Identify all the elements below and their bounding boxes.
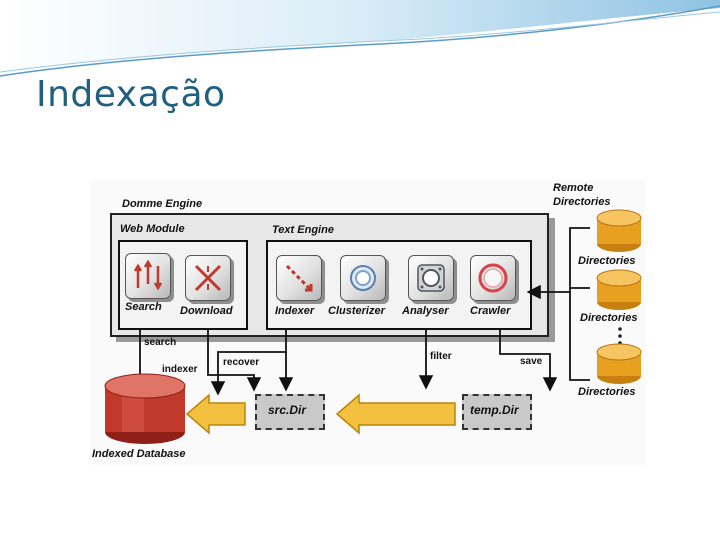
web-module-label: Web Module [120,223,185,235]
ellipsis-dots [618,327,622,345]
temp-dir-box [462,394,532,430]
indexer-icon [276,255,322,301]
directories-label: Directories [578,386,636,398]
search-label: Search [125,301,162,313]
src-dir-label: src.Dir [268,403,307,417]
search-icon [125,253,171,299]
flow-label-search: search [144,337,177,348]
crawler-icon [470,255,516,301]
orange-arrow-left-icon [185,393,246,435]
slide-title: Indexação [36,74,226,115]
directories-label: Directories [578,255,636,267]
analyser-icon [408,255,454,301]
directories-label: Directories [580,312,638,324]
remote-directories-label: Remote Directories [553,182,611,208]
domme-engine-label: Domme Engine [122,198,203,210]
flow-label-filter: filter [430,351,452,362]
directory-database-icon [596,343,642,384]
download-label: Download [180,305,233,317]
header-swoosh-decoration [0,0,720,78]
indexed-database-label: Indexed Database [92,448,186,460]
analyser-label: Analyser [402,305,449,317]
clusterizer-icon [340,255,386,301]
directory-database-icon [596,209,642,252]
crawler-label: Crawler [470,305,511,317]
flow-label-save: save [520,356,543,367]
flow-label-indexer: indexer [162,364,198,375]
indexed-database-icon [104,373,186,444]
indexer-label: Indexer [275,305,315,317]
directory-database-icon [596,269,642,310]
architecture-diagram: Domme Engine Web Module Text Engine Sear… [90,180,645,465]
text-engine-label: Text Engine [272,224,334,236]
clusterizer-label: Clusterizer [328,305,385,317]
download-icon [185,255,231,301]
flow-label-recover: recover [223,357,260,368]
src-dir-box [255,394,325,430]
orange-arrow-left-icon [335,393,456,435]
temp-dir-label: temp.Dir [470,403,519,417]
